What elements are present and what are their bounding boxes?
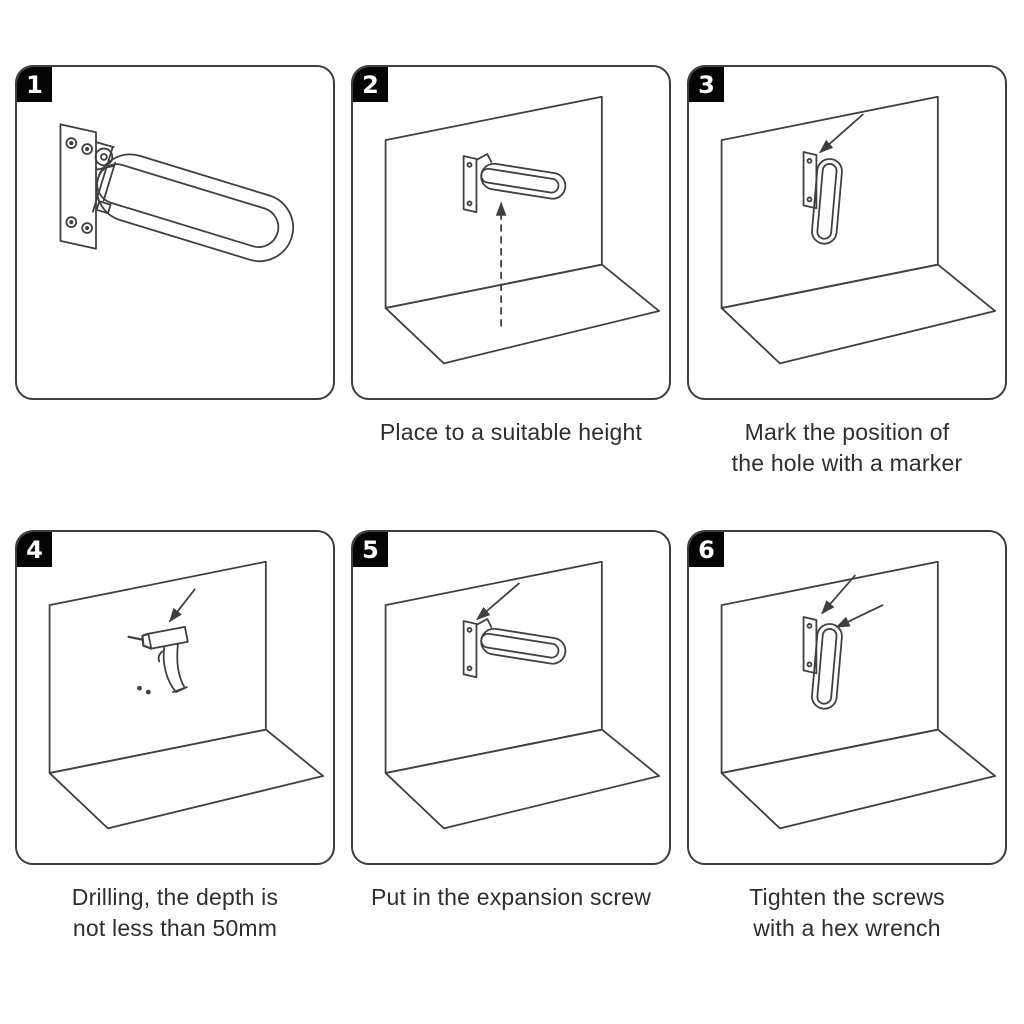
drilling-illustration-icon: [48, 560, 325, 830]
step-panel-3: 3: [687, 65, 1007, 400]
step-caption-4: Drilling, the depth is not less than 50m…: [71, 884, 279, 941]
step-caption-3: Mark the position of the hole with a mar…: [731, 419, 963, 476]
step-number-badge: 6: [689, 532, 724, 567]
steps-grid: 1: [15, 65, 1007, 1024]
step-caption-1: [15, 400, 335, 530]
expansion-screw-illustration-icon: [384, 560, 661, 830]
folding-grab-bar-illustration-icon: [59, 123, 294, 263]
step-number-badge: 1: [17, 67, 52, 102]
mark-hole-illustration-icon: [720, 95, 997, 365]
step-number-badge: 2: [353, 67, 388, 102]
step-panel-2: 2: [351, 65, 671, 400]
tighten-screws-illustration-icon: [720, 560, 997, 830]
step-panel-6: 6: [687, 530, 1007, 865]
step-number-badge: 4: [17, 532, 52, 567]
step-caption-2: Place to a suitable height: [379, 419, 643, 445]
step-panel-1: 1: [15, 65, 335, 400]
step-number-badge: 5: [353, 532, 388, 567]
step-caption-5: Put in the expansion screw: [370, 884, 652, 910]
step-caption-6: Tighten the screws with a hex wrench: [749, 884, 945, 941]
step-number-badge: 3: [689, 67, 724, 102]
wall-floor-height-illustration-icon: [384, 95, 661, 365]
step-panel-4: 4: [15, 530, 335, 865]
step-panel-5: 5: [351, 530, 671, 865]
